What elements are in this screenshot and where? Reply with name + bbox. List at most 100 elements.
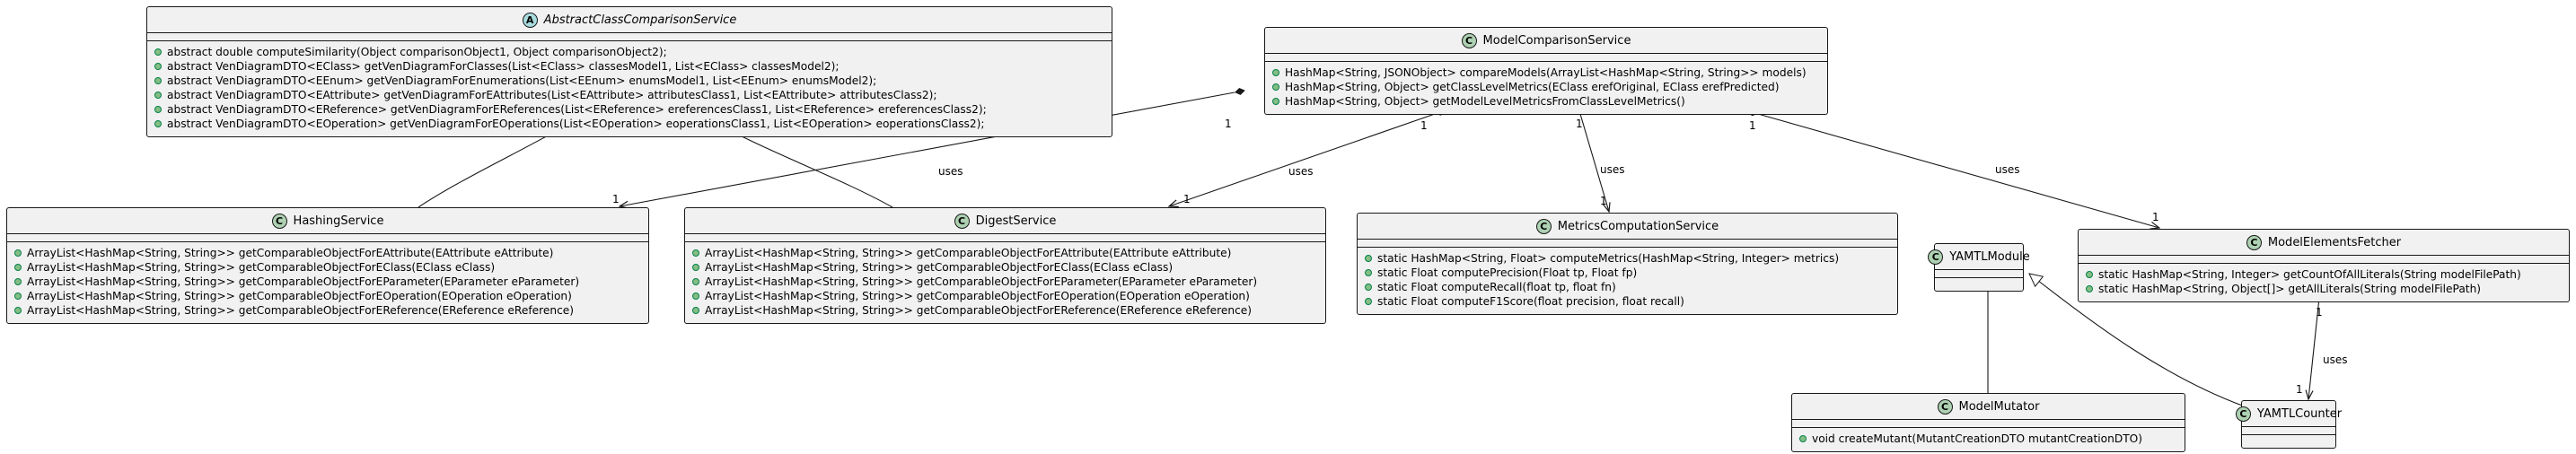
target-multiplicity: 1	[2296, 383, 2303, 396]
fields-compartment	[147, 33, 1112, 41]
method-row: void createMutant(MutantCreationDTO muta…	[1792, 432, 2185, 446]
method-row: ArrayList<HashMap<String, String>> getCo…	[7, 260, 648, 275]
method-signature: abstract VenDiagramDTO<EOperation> getVe…	[167, 118, 985, 130]
public-visibility-icon	[1799, 435, 1807, 442]
source-multiplicity: 1	[1749, 119, 1756, 132]
method-signature: void createMutant(MutantCreationDTO muta…	[1812, 432, 2143, 445]
class-name: AbstractClassComparisonService	[543, 13, 737, 27]
class-icon: C	[2235, 406, 2251, 422]
method-row: ArrayList<HashMap<String, String>> getCo…	[7, 246, 648, 260]
method-row: HashMap<String, Object> getClassLevelMet…	[1265, 80, 1827, 94]
association-comp-digest	[1169, 114, 1435, 206]
method-signature: ArrayList<HashMap<String, String>> getCo…	[27, 261, 496, 274]
method-row: abstract VenDiagramDTO<EEnum> getVenDiag…	[147, 74, 1112, 88]
method-row: abstract VenDiagramDTO<EOperation> getVe…	[147, 117, 1112, 131]
method-signature: static Float computeRecall(float tp, flo…	[1377, 281, 1616, 293]
method-signature: static Float computeF1Score(float precis…	[1377, 295, 1684, 308]
class-mutator[interactable]: C ModelMutator void createMutant(MutantCre…	[1791, 393, 2185, 452]
generalization-counter	[2029, 274, 2246, 407]
method-signature: ArrayList<HashMap<String, String>> getCo…	[705, 261, 1174, 274]
class-icon: C	[1928, 249, 1944, 265]
fields-compartment	[1358, 240, 1897, 248]
public-visibility-icon	[14, 278, 22, 285]
method-row: abstract VenDiagramDTO<EAttribute> getVe…	[147, 88, 1112, 102]
fields-compartment	[7, 234, 648, 242]
public-visibility-icon	[1272, 69, 1279, 76]
method-signature: HashMap<String, JSONObject> compareModel…	[1285, 66, 1807, 79]
class-icon: C	[954, 213, 970, 229]
public-visibility-icon	[1365, 269, 1372, 276]
source-multiplicity: 1	[1225, 118, 1232, 130]
method-signature: ArrayList<HashMap<String, String>> getCo…	[705, 275, 1258, 288]
method-signature: ArrayList<HashMap<String, String>> getCo…	[27, 247, 554, 259]
class-name: ModelComparisonService	[1482, 33, 1631, 48]
public-visibility-icon	[692, 278, 699, 285]
source-multiplicity: 1	[1420, 119, 1428, 132]
method-signature: ArrayList<HashMap<String, String>> getCo…	[27, 304, 575, 317]
method-row: static Float computePrecision(Float tp, …	[1358, 266, 1897, 280]
method-row: abstract double computeSimilarity(Object…	[147, 45, 1112, 59]
public-visibility-icon	[154, 63, 162, 70]
class-name: MetricsComputationService	[1557, 219, 1719, 233]
methods-compartment	[2242, 435, 2335, 448]
fields-compartment	[1265, 54, 1827, 62]
methods-compartment: static HashMap<String, Integer> getCount…	[2079, 264, 2569, 301]
method-signature: HashMap<String, Object> getClassLevelMet…	[1285, 81, 1780, 93]
public-visibility-icon	[1365, 255, 1372, 262]
association-comp-metrics	[1580, 114, 1609, 212]
fields-compartment	[2079, 256, 2569, 264]
association-label: uses	[1288, 165, 1314, 178]
methods-compartment: static HashMap<String, Float> computeMet…	[1358, 248, 1897, 314]
methods-compartment: void createMutant(MutantCreationDTO muta…	[1792, 428, 2185, 451]
class-name: HashingService	[293, 214, 384, 228]
class-name: ModelElementsFetcher	[2267, 235, 2402, 249]
method-row: ArrayList<HashMap<String, String>> getCo…	[685, 260, 1325, 275]
class-header: C ModelElementsFetcher	[2079, 230, 2569, 256]
public-visibility-icon	[1272, 98, 1279, 105]
public-visibility-icon	[1365, 298, 1372, 305]
association-label: uses	[1600, 163, 1625, 176]
method-signature: static HashMap<String, Object[]> getAllL…	[2098, 283, 2482, 295]
association-label: uses	[938, 165, 963, 178]
class-name: ModelMutator	[1958, 399, 2040, 414]
method-signature: static Float computePrecision(Float tp, …	[1377, 266, 1638, 279]
method-row: static HashMap<String, Float> computeMet…	[1358, 251, 1897, 266]
public-visibility-icon	[692, 292, 699, 300]
public-visibility-icon	[14, 264, 22, 271]
method-signature: abstract VenDiagramDTO<EReference> getVe…	[167, 103, 987, 116]
method-signature: static HashMap<String, Float> computeMet…	[1377, 252, 1840, 265]
class-icon: C	[1937, 398, 1953, 415]
public-visibility-icon	[14, 307, 22, 314]
method-row: ArrayList<HashMap<String, String>> getCo…	[7, 303, 648, 318]
class-fetcher[interactable]: C ModelElementsFetcher static HashMap<Stri…	[2078, 229, 2570, 302]
target-multiplicity: 1	[612, 193, 620, 205]
method-row: HashMap<String, JSONObject> compareModel…	[1265, 65, 1827, 80]
method-row: HashMap<String, Object> getModelLevelMet…	[1265, 94, 1827, 109]
method-signature: ArrayList<HashMap<String, String>> getCo…	[705, 304, 1253, 317]
method-row: static HashMap<String, Integer> getCount…	[2079, 267, 2569, 282]
class-icon: C	[2246, 234, 2262, 250]
association-fetcher-counter	[2308, 298, 2319, 399]
public-visibility-icon	[154, 120, 162, 127]
association-label: uses	[2323, 354, 2348, 366]
fields-compartment	[685, 234, 1325, 242]
method-signature: ArrayList<HashMap<String, String>> getCo…	[705, 247, 1232, 259]
fields-compartment	[1935, 270, 2023, 278]
method-signature: abstract double computeSimilarity(Object…	[167, 46, 667, 58]
methods-compartment: ArrayList<HashMap<String, String>> getCo…	[7, 242, 648, 323]
methods-compartment: HashMap<String, JSONObject> compareModel…	[1265, 62, 1827, 114]
public-visibility-icon	[14, 249, 22, 257]
